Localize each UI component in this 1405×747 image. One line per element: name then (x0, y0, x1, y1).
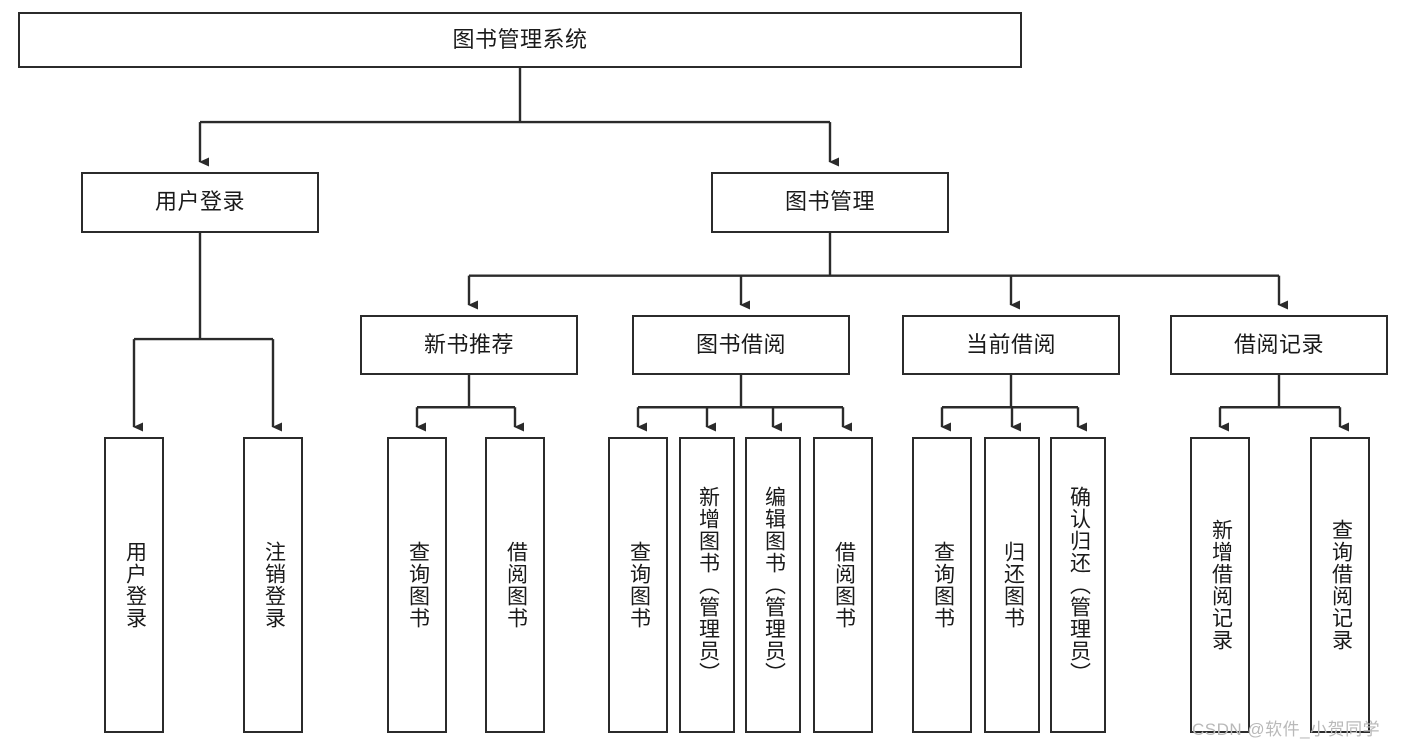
node-leaf-query-book-3-label: 查询图书 (931, 541, 955, 629)
node-leaf-user-login-label: 用户登录 (123, 541, 147, 629)
node-leaf-borrow-book-1[interactable]: 借阅图书 (485, 437, 545, 733)
node-leaf-confirm-return[interactable]: 确认归还（管理员） (1050, 437, 1106, 733)
node-book-management-label: 图书管理 (784, 189, 875, 215)
node-leaf-query-book-1[interactable]: 查询图书 (387, 437, 447, 733)
node-leaf-logout[interactable]: 注销登录 (243, 437, 303, 733)
node-new-book-recommendation[interactable]: 新书推荐 (360, 315, 578, 375)
node-current-borrow-label: 当前借阅 (965, 331, 1056, 357)
node-leaf-query-book-1-label: 查询图书 (406, 541, 430, 629)
node-book-management[interactable]: 图书管理 (711, 172, 949, 233)
node-leaf-edit-book[interactable]: 编辑图书（管理员） (745, 437, 801, 733)
node-leaf-confirm-return-label: 确认归还（管理员） (1067, 486, 1091, 684)
node-user-login[interactable]: 用户登录 (81, 172, 319, 233)
node-leaf-add-book[interactable]: 新增图书（管理员） (679, 437, 735, 733)
node-root[interactable]: 图书管理系统 (18, 12, 1022, 68)
node-user-login-label: 用户登录 (154, 189, 245, 215)
node-leaf-return-book[interactable]: 归还图书 (984, 437, 1040, 733)
node-borrow-record-label: 借阅记录 (1233, 331, 1324, 357)
node-book-borrow[interactable]: 图书借阅 (632, 315, 850, 375)
node-leaf-borrow-book-1-label: 借阅图书 (504, 541, 528, 629)
node-book-borrow-label: 图书借阅 (695, 331, 786, 357)
node-leaf-return-book-label: 归还图书 (1001, 541, 1025, 629)
node-leaf-borrow-book-2[interactable]: 借阅图书 (813, 437, 873, 733)
node-leaf-add-borrow-record-label: 新增借阅记录 (1209, 519, 1233, 651)
node-borrow-record[interactable]: 借阅记录 (1170, 315, 1388, 375)
node-new-book-recommendation-label: 新书推荐 (423, 331, 514, 357)
node-leaf-edit-book-label: 编辑图书（管理员） (762, 486, 786, 684)
node-leaf-add-book-label: 新增图书（管理员） (696, 486, 720, 684)
node-root-label: 图书管理系统 (452, 26, 588, 52)
node-leaf-logout-label: 注销登录 (262, 541, 286, 629)
node-current-borrow[interactable]: 当前借阅 (902, 315, 1120, 375)
node-leaf-query-book-3[interactable]: 查询图书 (912, 437, 972, 733)
node-leaf-query-book-2-label: 查询图书 (627, 541, 651, 629)
node-leaf-query-book-2[interactable]: 查询图书 (608, 437, 668, 733)
node-leaf-query-borrow-record[interactable]: 查询借阅记录 (1310, 437, 1370, 733)
node-leaf-borrow-book-2-label: 借阅图书 (832, 541, 856, 629)
node-leaf-add-borrow-record[interactable]: 新增借阅记录 (1190, 437, 1250, 733)
node-leaf-user-login[interactable]: 用户登录 (104, 437, 164, 733)
node-leaf-query-borrow-record-label: 查询借阅记录 (1329, 519, 1353, 651)
